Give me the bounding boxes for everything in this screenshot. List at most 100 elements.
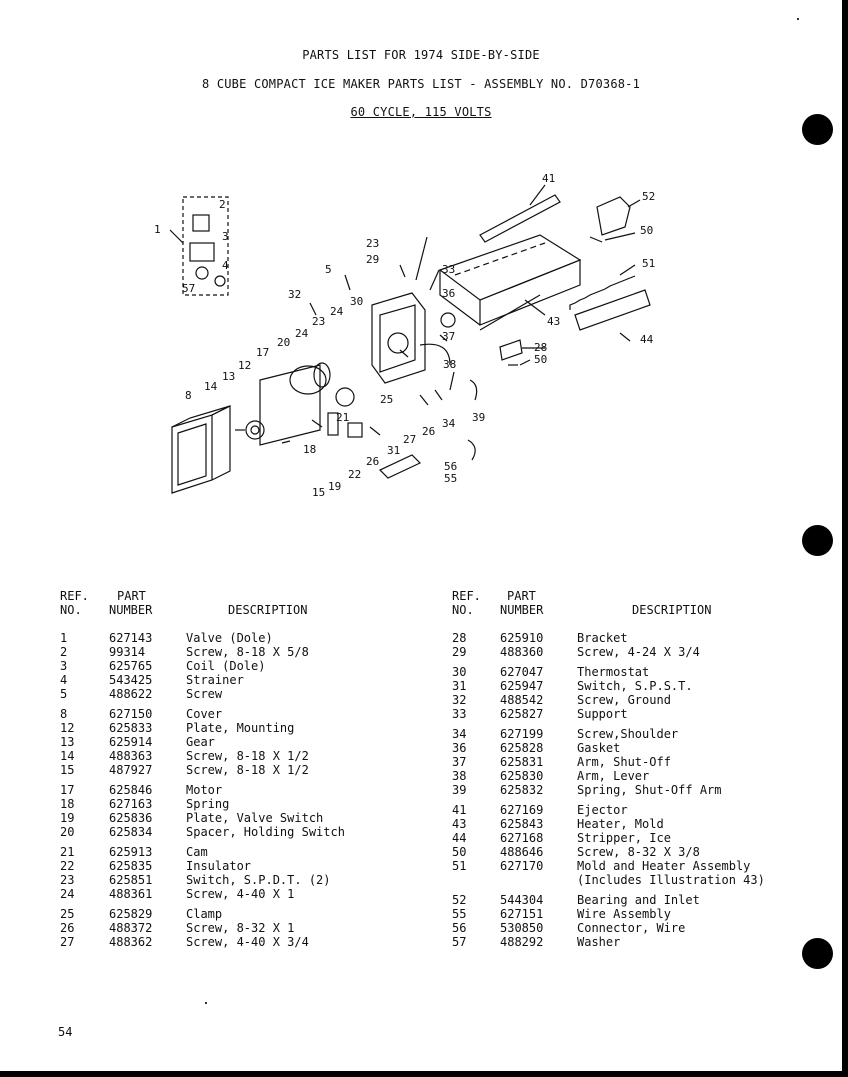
- ref-header: REF.: [452, 589, 481, 603]
- part-number-cell: 488646: [500, 845, 544, 859]
- part-number-cell: 625828: [500, 741, 544, 755]
- description-cell: Clamp: [186, 907, 223, 921]
- valve-body-shape: [189, 242, 215, 262]
- motor-shape: [289, 365, 327, 395]
- ref-cell: 1: [60, 631, 68, 645]
- description-cell: Stripper, Ice: [577, 831, 671, 845]
- support-housing-shape: [371, 292, 426, 384]
- callout-52: 52: [642, 190, 655, 203]
- ref-cell: 51: [452, 859, 467, 873]
- part-number-cell: 625765: [109, 659, 153, 673]
- screw-shape: [311, 419, 323, 428]
- no-header: NO.: [60, 603, 82, 617]
- part-number-cell: 625827: [500, 707, 544, 721]
- part-number-cell: 627170: [500, 859, 544, 873]
- description-cell: Switch, S.P.D.T. (2): [186, 873, 331, 887]
- exploded-parts-diagram: 1 2 3 4 57 5 23 29 32 23 24 30 24 20 17 …: [154, 172, 655, 499]
- callout-2: 2: [219, 198, 226, 211]
- description-cell: Screw, 8-18 X 1/2: [186, 763, 309, 777]
- description-cell: Support: [577, 707, 628, 721]
- description-header: DESCRIPTION: [632, 603, 712, 617]
- callout-20: 20: [277, 336, 290, 349]
- part-number-cell: 625846: [109, 783, 153, 797]
- part-header: PART: [117, 589, 146, 603]
- callout-33: 33: [442, 263, 455, 276]
- number-header: NUMBER: [109, 603, 153, 617]
- binder-hole-bottom: [802, 938, 833, 969]
- description-cell: Plate, Mounting: [186, 721, 295, 735]
- washer-shape: [214, 275, 226, 287]
- callout-4: 4: [222, 259, 229, 272]
- callout-50: 50: [534, 353, 547, 366]
- no-header: NO.: [452, 603, 474, 617]
- callout-31: 31: [387, 444, 400, 457]
- screw-shape: [589, 236, 603, 243]
- part-number-cell: 627169: [500, 803, 544, 817]
- description-cell: Screw,Shoulder: [577, 727, 679, 741]
- part-number-cell: 627143: [109, 631, 153, 645]
- part-number-cell: 488622: [109, 687, 153, 701]
- callout-41: 41: [542, 172, 555, 185]
- callout-57: 57: [182, 282, 195, 295]
- ref-cell: 55: [452, 907, 467, 921]
- part-number-cell: 625834: [109, 825, 153, 839]
- callout-13: 13: [222, 370, 235, 383]
- part-number-cell: 488360: [500, 645, 544, 659]
- ref-cell: 24: [60, 887, 75, 901]
- ref-cell: 30: [452, 665, 467, 679]
- callout-5: 5: [325, 263, 332, 276]
- ref-cell: 39: [452, 783, 467, 797]
- part-number-cell: 625947: [500, 679, 544, 693]
- bearing-inlet-shape: [596, 196, 631, 236]
- description-cell: Spacer, Holding Switch: [186, 825, 345, 839]
- description-cell: Screw: [186, 687, 223, 701]
- description-cell: Connector, Wire: [577, 921, 686, 935]
- ref-cell: 5: [60, 687, 68, 701]
- description-cell: Valve (Dole): [186, 631, 273, 645]
- valve-switch-plate-shape: [327, 412, 339, 436]
- callout-37: 37: [442, 330, 455, 343]
- screw-shape: [419, 394, 429, 406]
- callout-55: 55: [444, 472, 457, 485]
- ref-cell: 44: [452, 831, 467, 845]
- callout-38: 38: [443, 358, 456, 371]
- ref-cell: 13: [60, 735, 75, 749]
- callout-12: 12: [238, 359, 251, 372]
- ref-cell: 18: [60, 797, 75, 811]
- description-cell: Heater, Mold: [577, 817, 664, 831]
- part-number-cell: 627047: [500, 665, 544, 679]
- description-cell: Screw, 8-18 X 1/2: [186, 749, 309, 763]
- ref-cell: 12: [60, 721, 75, 735]
- description-cell: Thermostat: [577, 665, 650, 679]
- callout-26: 26: [422, 425, 435, 438]
- wire-connector-shape: [467, 439, 476, 461]
- callout-27: 27: [403, 433, 416, 446]
- wire-assembly-shape: [378, 454, 422, 479]
- part-number-cell: 625910: [500, 631, 544, 645]
- part-number-cell: 625843: [500, 817, 544, 831]
- gear-shape: [245, 420, 265, 440]
- callout-23b: 23: [312, 315, 325, 328]
- screw-shape: [309, 302, 317, 316]
- number-header: NUMBER: [500, 603, 544, 617]
- ref-cell: 17: [60, 783, 75, 797]
- ref-cell: 8: [60, 707, 68, 721]
- part-header: PART: [507, 589, 536, 603]
- part-number-cell: 487927: [109, 763, 153, 777]
- description-cell: Screw, 4-40 X 3/4: [186, 935, 309, 949]
- part-number-cell: 625835: [109, 859, 153, 873]
- ref-cell: 31: [452, 679, 467, 693]
- ref-cell: 21: [60, 845, 75, 859]
- screw-shape: [399, 264, 406, 278]
- callout-26b: 26: [366, 455, 379, 468]
- callout-50b: 50: [640, 224, 653, 237]
- spring-shape: [469, 379, 478, 401]
- ref-cell: 15: [60, 763, 75, 777]
- part-number-cell: 488372: [109, 921, 153, 935]
- valve-assembly-outline: [182, 196, 229, 296]
- callout-19: 19: [328, 480, 341, 493]
- ref-cell: 23: [60, 873, 75, 887]
- callout-44: 44: [640, 333, 654, 346]
- ref-cell: 4: [60, 673, 68, 687]
- callout-30: 30: [350, 295, 363, 308]
